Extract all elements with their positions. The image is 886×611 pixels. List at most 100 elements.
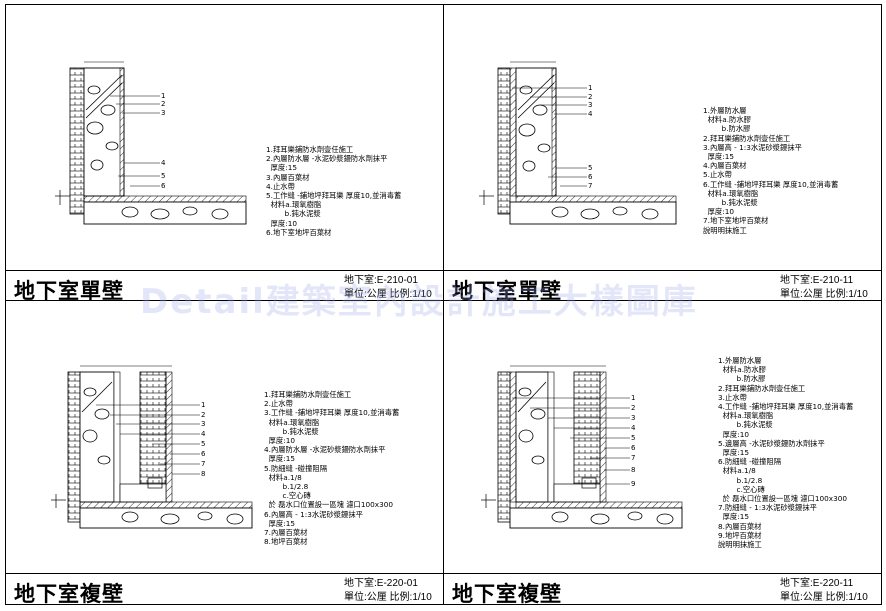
callout-p1-4: 4 bbox=[161, 159, 166, 167]
note-line: 材料a.1/8 bbox=[264, 472, 302, 482]
callout-p1-5: 5 bbox=[161, 172, 165, 180]
note-line: b.防水膠 bbox=[703, 124, 751, 134]
note-line: 7.地下室地坪百葉材 bbox=[703, 216, 769, 226]
callout-p1-1: 1 bbox=[161, 92, 165, 100]
detail-drawing-1: 1 2 3 4 5 6 bbox=[55, 61, 247, 225]
panel-2-title: 地下室單壁 bbox=[452, 279, 562, 303]
note-line: 厚度:15 bbox=[264, 454, 295, 464]
note-line: 材料a.環氧樹脂 bbox=[703, 188, 759, 198]
callout-p2-2: 2 bbox=[588, 93, 592, 101]
callout-p3-4: 4 bbox=[201, 430, 206, 438]
note-line: b.防水膠 bbox=[718, 374, 766, 384]
note-line: 5.防細縫 -碰撞阻隔 bbox=[264, 463, 327, 473]
note-line: 2.止水帶 bbox=[264, 399, 293, 409]
note-line: 材料a.環氧樹脂 bbox=[264, 417, 320, 427]
note-line: 於 磊水口位置設一區塊 濾口100x300 bbox=[718, 494, 848, 504]
callout-p3-2: 2 bbox=[201, 411, 205, 419]
note-line: 厚度:10 bbox=[266, 218, 297, 228]
note-line: 材料a.環氧樹脂 bbox=[718, 411, 774, 421]
callout-p3-5: 5 bbox=[201, 440, 205, 448]
panel-1-scale: 單位:公厘 比例:1/10 bbox=[344, 289, 432, 300]
vertical-divider bbox=[443, 4, 444, 605]
panel-1-code: 地下室:E-210-01 bbox=[344, 275, 418, 286]
callout-p2-6: 6 bbox=[588, 173, 593, 181]
note-line: 厚度:15 bbox=[718, 448, 749, 458]
note-line: 1.外層防水層 bbox=[703, 106, 747, 115]
panel-3-code: 地下室:E-220-01 bbox=[344, 578, 418, 589]
note-line: 材料a.防水膠 bbox=[703, 115, 751, 125]
callout-p4-2: 2 bbox=[631, 404, 635, 412]
panel-4-code: 地下室:E-220-11 bbox=[780, 578, 854, 589]
callout-p1-2: 2 bbox=[161, 100, 165, 108]
callout-p3-7: 7 bbox=[201, 460, 205, 468]
panel-4-scale: 單位:公厘 比例:1/10 bbox=[780, 592, 868, 603]
detail-drawing-2: 1 2 3 4 5 6 7 bbox=[479, 61, 677, 225]
watermark: Detail建築室內設計施工大樣圖庫 bbox=[140, 282, 698, 322]
callout-p2-5: 5 bbox=[588, 164, 592, 172]
detail-drawing-3: 1 2 3 4 5 6 7 8 bbox=[51, 365, 253, 529]
note-line: 3.止水帶 bbox=[718, 392, 747, 402]
callout-p4-6: 6 bbox=[631, 444, 636, 452]
callout-p1-6: 6 bbox=[161, 182, 166, 190]
note-line: 5.止水帶 bbox=[703, 170, 732, 180]
note-line: b.鈍水泥漿 bbox=[266, 209, 321, 219]
note-line: 2.拜耳樂鋪防水劑壹任施工 bbox=[703, 133, 791, 143]
callout-p4-3: 3 bbox=[631, 414, 635, 422]
note-line: 7.內層百葉材 bbox=[264, 528, 308, 538]
note-line: b.1/2.8 bbox=[264, 482, 309, 492]
callout-p1-3: 3 bbox=[161, 109, 165, 117]
detail-drawing-4: 1 2 3 4 5 6 7 8 9 bbox=[481, 365, 683, 529]
note-line: 4.內層百葉材 bbox=[703, 161, 747, 171]
note-line: b.1/2.8 bbox=[718, 475, 763, 485]
callout-p4-7: 7 bbox=[631, 454, 635, 462]
note-line: 1.拜耳樂鋪防水劑壹任施工 bbox=[266, 145, 354, 154]
note-line: 材料a.1/8 bbox=[718, 466, 756, 476]
panel-1-title: 地下室單壁 bbox=[14, 279, 124, 303]
note-line: c.空心磚 bbox=[718, 484, 765, 494]
note-line: 1.外層防水層 bbox=[718, 356, 762, 365]
note-line: 6.工作縫 -鋪地坪拜耳樂 厚度10,並消毒蓄 bbox=[703, 179, 839, 189]
note-line: 2.內層防水層 -水泥砂漿鏝防水劑抹平 bbox=[266, 154, 388, 164]
note-line: 說明明抹施工 bbox=[703, 225, 747, 235]
note-line: 4.止水帶 bbox=[266, 181, 295, 191]
note-line: 4.工作縫 -鋪地坪拜耳樂 厚度10,並消毒蓄 bbox=[718, 402, 854, 412]
note-line: 厚度:15 bbox=[718, 512, 749, 522]
callout-p3-8: 8 bbox=[201, 470, 205, 478]
callout-p2-4: 4 bbox=[588, 110, 593, 118]
note-line: 厚度:10 bbox=[718, 429, 749, 439]
note-line: 8.地坪百葉材 bbox=[264, 537, 308, 547]
note-line: 6.地下室地坪百葉材 bbox=[266, 227, 332, 237]
note-line: 7.防細縫 - 1:3水泥砂漿鏝抹平 bbox=[718, 503, 817, 513]
callout-p4-1: 1 bbox=[631, 394, 635, 402]
callout-p3-6: 6 bbox=[201, 450, 206, 458]
note-line: 3.內層百葉材 bbox=[266, 172, 310, 182]
callout-p2-7: 7 bbox=[588, 182, 592, 190]
note-line: 2.拜耳樂鋪防水劑壹任施工 bbox=[718, 383, 806, 393]
note-line: 厚度:10 bbox=[703, 207, 734, 217]
note-line: 厚度:10 bbox=[264, 436, 295, 446]
note-line: b.鈍水泥漿 bbox=[264, 426, 319, 436]
callout-p4-9: 9 bbox=[631, 480, 635, 488]
note-line: 8.內層百葉材 bbox=[718, 521, 762, 531]
note-line: 9.地坪百葉材 bbox=[718, 530, 762, 540]
callout-p4-8: 8 bbox=[631, 466, 635, 474]
note-line: 1.拜耳樂鋪防水劑壹任施工 bbox=[264, 390, 352, 399]
note-line: 厚度:15 bbox=[266, 163, 297, 173]
panel-2-code: 地下室:E-210-11 bbox=[780, 275, 854, 286]
note-line: 3.內層高 - 1:3水泥砂漿鏝抹平 bbox=[703, 142, 802, 152]
note-line: 3.工作縫 -鋪地坪拜耳樂 厚度10,並消毒蓄 bbox=[264, 408, 400, 418]
note-line: 說明明抹施工 bbox=[718, 540, 762, 550]
callout-p2-3: 3 bbox=[588, 101, 592, 109]
note-line: 6.防細縫 -碰撞阻隔 bbox=[718, 457, 781, 467]
panel-3-scale: 單位:公厘 比例:1/10 bbox=[344, 592, 432, 603]
title-bar-top-divider bbox=[5, 270, 882, 271]
note-line: 於 磊水口位置設一區塊 濾口100x300 bbox=[264, 500, 394, 510]
callout-p3-1: 1 bbox=[201, 401, 205, 409]
note-line: 5.工作縫 -鋪地坪拜耳樂 厚度10,並消毒蓄 bbox=[266, 191, 402, 201]
callout-p4-5: 5 bbox=[631, 434, 635, 442]
callout-p4-4: 4 bbox=[631, 424, 636, 432]
note-line: 厚度:15 bbox=[703, 152, 734, 162]
